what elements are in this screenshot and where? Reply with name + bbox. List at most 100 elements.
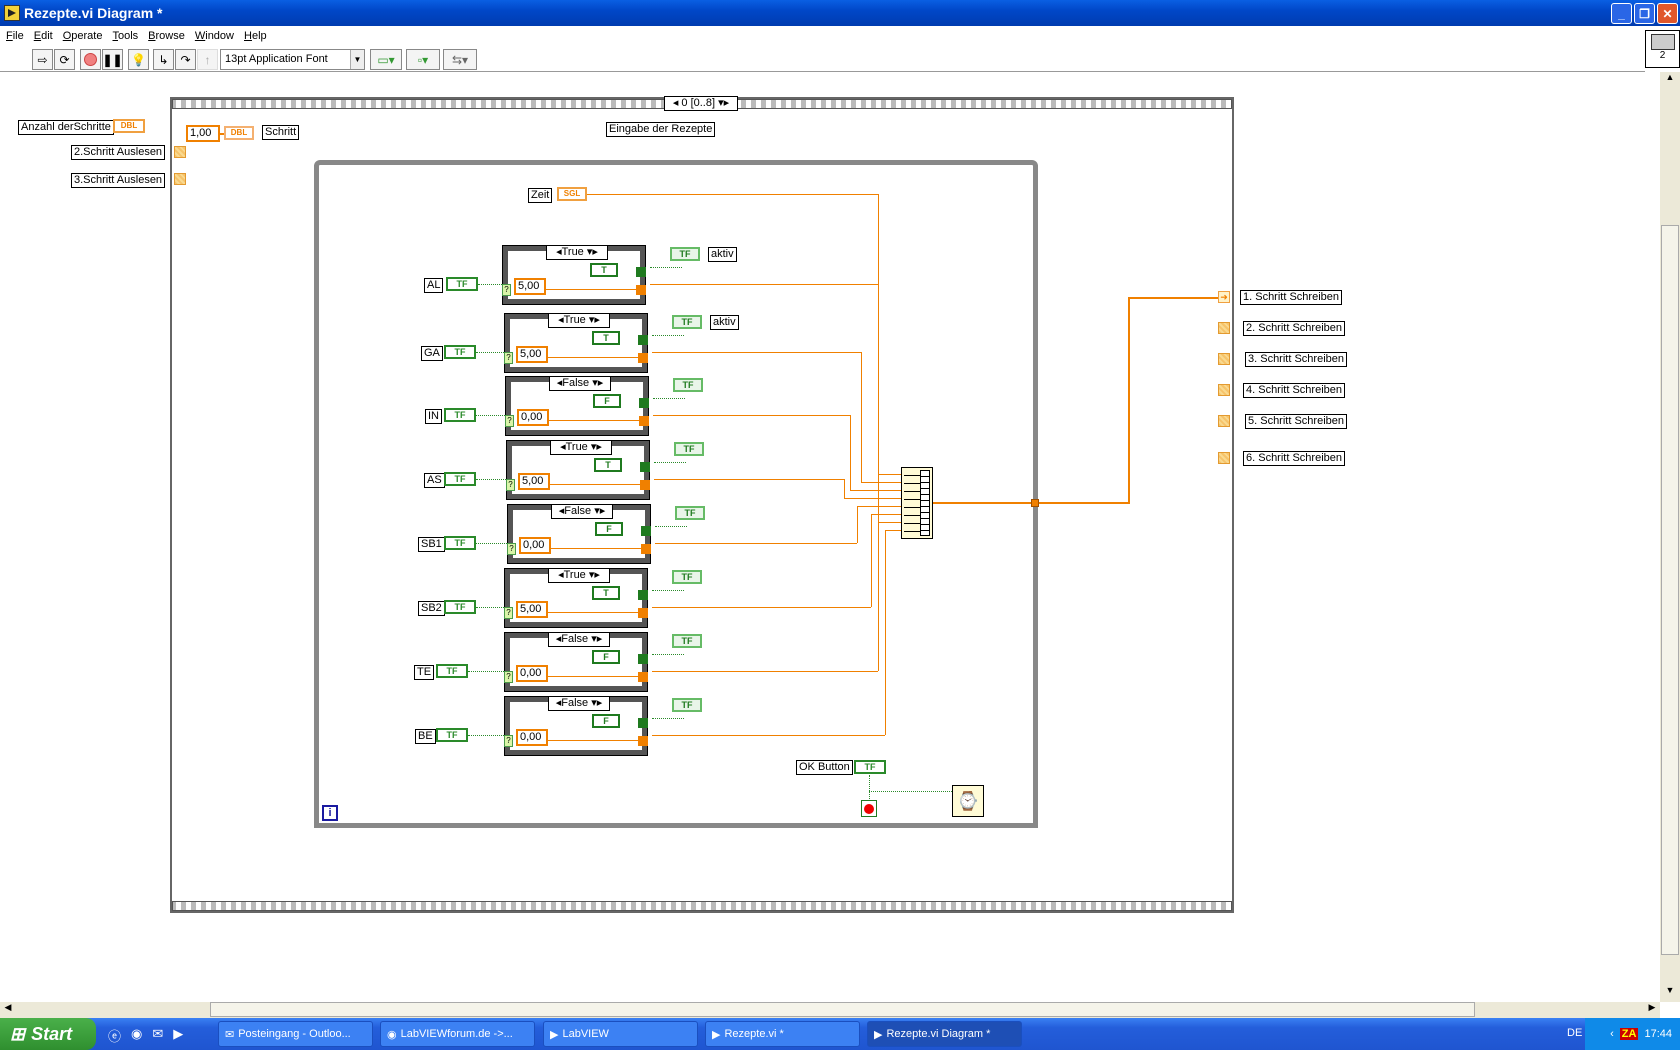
boolean-control-terminal[interactable]: TF xyxy=(444,536,476,550)
boolean-control-terminal[interactable]: TF xyxy=(444,600,476,614)
start-button[interactable]: ⊞Start xyxy=(0,1018,96,1050)
vertical-scroll-thumb[interactable] xyxy=(1661,225,1679,955)
zonealarm-icon[interactable]: ZA xyxy=(1619,1028,1639,1040)
horizontal-scrollbar[interactable]: ◀ ▶ xyxy=(0,1002,1660,1018)
scroll-right-icon[interactable]: ▶ xyxy=(1648,1002,1656,1012)
output-tunnel[interactable] xyxy=(1218,322,1230,334)
menu-browse[interactable]: Browse xyxy=(148,30,185,42)
step-out-button[interactable]: ↑ xyxy=(197,49,218,70)
numeric-constant[interactable]: 0,00 xyxy=(519,537,551,554)
constant-schritt[interactable]: 1,00 xyxy=(186,125,220,142)
numeric-constant[interactable]: 0,00 xyxy=(516,729,548,746)
restore-button[interactable]: ❐ xyxy=(1634,3,1655,24)
boolean-constant[interactable]: F xyxy=(592,714,620,728)
boolean-indicator-terminal[interactable]: TF xyxy=(672,698,702,712)
menu-tools[interactable]: Tools xyxy=(112,30,139,42)
minimize-button[interactable]: _ xyxy=(1611,3,1632,24)
boolean-indicator-terminal[interactable]: TF xyxy=(670,247,700,261)
boolean-indicator-terminal[interactable]: TF xyxy=(675,506,705,520)
numeric-constant[interactable]: 5,00 xyxy=(514,278,546,295)
case-structure[interactable]: ◂True ▾▸ ? 5,00 T xyxy=(502,245,646,305)
numeric-constant[interactable]: 0,00 xyxy=(517,409,549,426)
run-button[interactable]: ⇨ xyxy=(32,49,53,70)
wait-for-front-panel-activity-icon[interactable]: ⌚ xyxy=(952,785,984,817)
horizontal-scroll-thumb[interactable] xyxy=(210,1002,1475,1017)
boolean-constant[interactable]: F xyxy=(592,650,620,664)
boolean-indicator-terminal[interactable]: TF xyxy=(672,570,702,584)
boolean-constant[interactable]: T xyxy=(594,458,622,472)
case-structure[interactable]: ◂True ▾▸ ? 5,00 T xyxy=(504,568,648,628)
schritt2-tunnel[interactable] xyxy=(174,146,186,158)
abort-button[interactable] xyxy=(80,49,101,70)
boolean-control-terminal[interactable]: TF xyxy=(436,664,468,678)
boolean-control-terminal[interactable]: TF xyxy=(444,345,476,359)
case-structure[interactable]: ◂True ▾▸ ? 5,00 T xyxy=(506,440,650,500)
vi-icon-connector[interactable]: 2 xyxy=(1645,30,1680,68)
scroll-left-icon[interactable]: ◀ xyxy=(4,1002,12,1012)
numeric-constant[interactable]: 5,00 xyxy=(516,346,548,363)
case-structure[interactable]: ◂False ▾▸ ? 0,00 F xyxy=(504,632,648,692)
case-structure[interactable]: ◂False ▾▸ ? 0,00 F xyxy=(507,504,651,564)
ie-icon[interactable]: ⓔ xyxy=(108,1029,122,1044)
outlook-icon[interactable]: ✉ xyxy=(152,1026,164,1041)
boolean-constant[interactable]: T xyxy=(590,263,618,277)
case-selector[interactable]: ◂False ▾▸ xyxy=(549,376,611,391)
taskbar-item-rezepte-diagram[interactable]: ▶Rezepte.vi Diagram * xyxy=(867,1021,1022,1047)
boolean-control-terminal[interactable]: TF xyxy=(444,472,476,486)
boolean-indicator-terminal[interactable]: TF xyxy=(673,378,703,392)
reorder-objects-button[interactable]: ⇆▾ xyxy=(443,49,477,70)
step-over-button[interactable]: ↷ xyxy=(175,49,196,70)
menu-window[interactable]: Window xyxy=(194,30,234,42)
output-tunnel[interactable] xyxy=(1218,415,1230,427)
firefox-icon[interactable]: ◉ xyxy=(131,1026,143,1041)
output-tunnel[interactable] xyxy=(1218,452,1230,464)
boolean-indicator-terminal[interactable]: TF xyxy=(674,442,704,456)
run-continuously-button[interactable]: ⟳ xyxy=(54,49,75,70)
taskbar-item-labview[interactable]: ▶LabVIEW xyxy=(543,1021,698,1047)
taskbar-item-rezepte-vi[interactable]: ▶Rezepte.vi * xyxy=(705,1021,860,1047)
highlight-execution-button[interactable]: 💡 xyxy=(128,49,149,70)
boolean-constant[interactable]: F xyxy=(595,522,623,536)
scroll-down-icon[interactable]: ▼ xyxy=(1665,985,1675,995)
vertical-scrollbar[interactable]: ▲ ▼ xyxy=(1660,72,1680,1002)
boolean-control-terminal[interactable]: TF xyxy=(436,728,468,742)
case-selector[interactable]: ◂True ▾▸ xyxy=(548,313,610,328)
taskbar-item-firefox[interactable]: ◉LabVIEWforum.de ->... xyxy=(380,1021,535,1047)
output-tunnel[interactable] xyxy=(1218,353,1230,365)
distribute-objects-button[interactable]: ▫▾ xyxy=(406,49,440,70)
zeit-terminal[interactable]: SGL xyxy=(557,187,587,201)
boolean-constant[interactable]: T xyxy=(592,586,620,600)
case-structure[interactable]: ◂True ▾▸ ? 5,00 T xyxy=(504,313,648,373)
case-structure[interactable]: ◂False ▾▸ ? 0,00 F xyxy=(504,696,648,756)
case-structure[interactable]: ◂False ▾▸ ? 0,00 F xyxy=(505,376,649,436)
menu-file[interactable]: File xyxy=(6,30,24,42)
schritt-local-variable[interactable]: DBL xyxy=(224,126,254,140)
output-tunnel[interactable] xyxy=(1218,384,1230,396)
ok-button-terminal[interactable]: TF xyxy=(854,760,886,774)
numeric-constant[interactable]: 5,00 xyxy=(518,473,550,490)
sequence-selector[interactable]: ◂ 0 [0..8] ▾▸ xyxy=(664,96,738,111)
boolean-constant[interactable]: T xyxy=(592,331,620,345)
boolean-indicator-terminal[interactable]: TF xyxy=(672,315,702,329)
output-tunnel-wired[interactable]: ➜ xyxy=(1218,291,1230,303)
close-button[interactable]: ✕ xyxy=(1657,3,1678,24)
case-selector[interactable]: ◂False ▾▸ xyxy=(548,696,610,711)
build-array-node[interactable] xyxy=(901,467,933,539)
numeric-constant[interactable]: 0,00 xyxy=(516,665,548,682)
taskbar-item-outlook[interactable]: ✉Posteingang - Outloo... xyxy=(218,1021,373,1047)
case-selector[interactable]: ◂False ▾▸ xyxy=(551,504,613,519)
stacked-sequence-frame[interactable]: ◂ 0 [0..8] ▾▸ xyxy=(170,96,1234,913)
language-indicator[interactable]: DE xyxy=(1567,1027,1583,1039)
show-hidden-icons[interactable]: ‹ xyxy=(1610,1028,1614,1040)
schritt3-tunnel[interactable] xyxy=(174,173,186,185)
block-diagram[interactable]: Anzahl derSchritte DBL 2.Schritt Auslese… xyxy=(0,72,1660,1002)
case-selector[interactable]: ◂True ▾▸ xyxy=(548,568,610,583)
case-selector[interactable]: ◂False ▾▸ xyxy=(548,632,610,647)
while-loop[interactable] xyxy=(314,160,1038,828)
case-selector[interactable]: ◂True ▾▸ xyxy=(546,245,608,260)
boolean-indicator-terminal[interactable]: TF xyxy=(672,634,702,648)
loop-output-tunnel[interactable] xyxy=(1031,499,1039,507)
align-objects-button[interactable]: ▭▾ xyxy=(370,49,402,70)
step-into-button[interactable]: ↳ xyxy=(153,49,174,70)
anzahl-schritte-terminal[interactable]: DBL xyxy=(113,119,145,133)
